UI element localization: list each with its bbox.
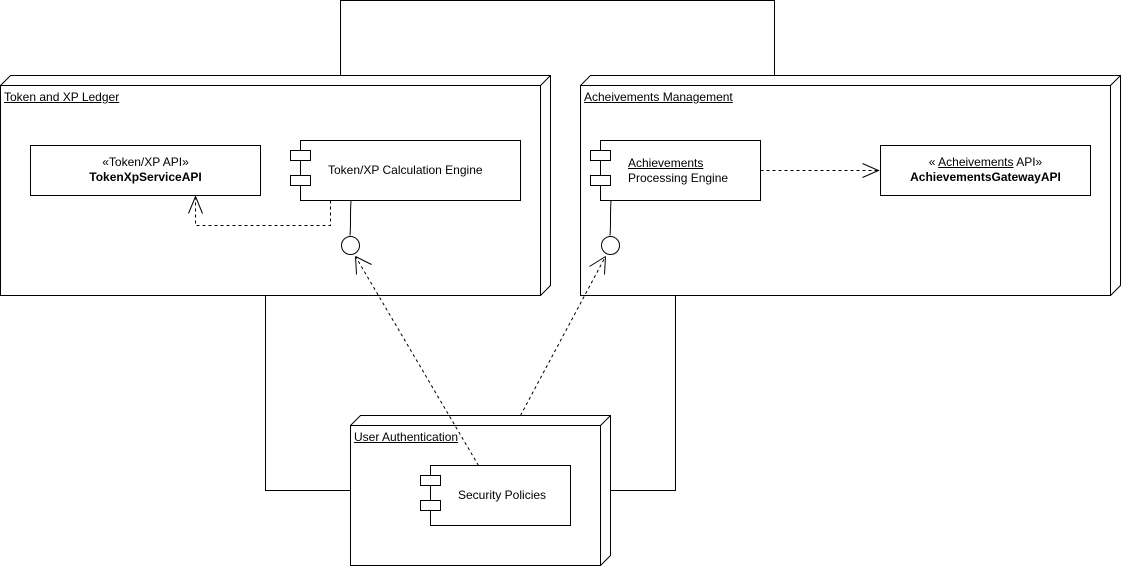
- ach-api-stereo-close: API»: [1013, 155, 1043, 169]
- ach-api-name: AchievementsGatewayAPI: [910, 170, 1061, 184]
- ach-api-stereo-word: Acheivements: [938, 155, 1014, 169]
- node-ledger-title: Token and XP Ledger: [4, 90, 120, 104]
- security-to-calc-dependency: [355, 256, 479, 466]
- calc-engine-name: Token/XP Calculation Engine: [328, 163, 483, 177]
- ach-api-box: [880, 145, 1091, 196]
- calc-engine-interface: [341, 236, 360, 255]
- security-to-calc-arrowhead-b: [355, 256, 372, 265]
- token-api-name: TokenXpServiceAPI: [89, 170, 202, 184]
- auth-to-ach-arrowhead-a: [589, 256, 606, 267]
- ach-engine-name-line1: Achievements: [628, 156, 704, 170]
- ach-api-stereotype: « Acheivements API»: [880, 155, 1091, 169]
- ach-engine-component: [590, 140, 761, 201]
- ach-engine-name-line2: Processing Engine: [628, 171, 729, 185]
- calc-to-api-dependency: [195, 196, 331, 226]
- auth-to-ach-dependency: [520, 256, 606, 416]
- security-policies-name: Security Policies: [458, 488, 547, 502]
- auth-achievements-connector: [610, 295, 676, 491]
- auth-to-ach-arrowhead-b: [604, 256, 606, 275]
- security-to-calc-arrowhead-a: [355, 256, 357, 275]
- node-auth-title: User Authentication: [354, 430, 459, 444]
- ach-api-stereo-open: «: [928, 155, 939, 169]
- calc-engine-lollipop-stem: [349, 200, 352, 236]
- top-connector: [340, 0, 775, 76]
- ach-engine-interface: [601, 236, 620, 255]
- calc-to-api-arrowhead: [188, 195, 203, 214]
- token-api-box: [30, 145, 261, 196]
- node-achievements-title: Acheivements Management: [584, 90, 733, 104]
- security-component: [420, 465, 571, 526]
- engine-to-gateway-arrowhead: [862, 163, 880, 178]
- calc-engine-component: [290, 140, 521, 201]
- token-api-stereotype: «Token/XP API»: [102, 155, 189, 169]
- auth-ledger-connector: [265, 295, 351, 491]
- ach-engine-lollipop-stem: [609, 200, 612, 236]
